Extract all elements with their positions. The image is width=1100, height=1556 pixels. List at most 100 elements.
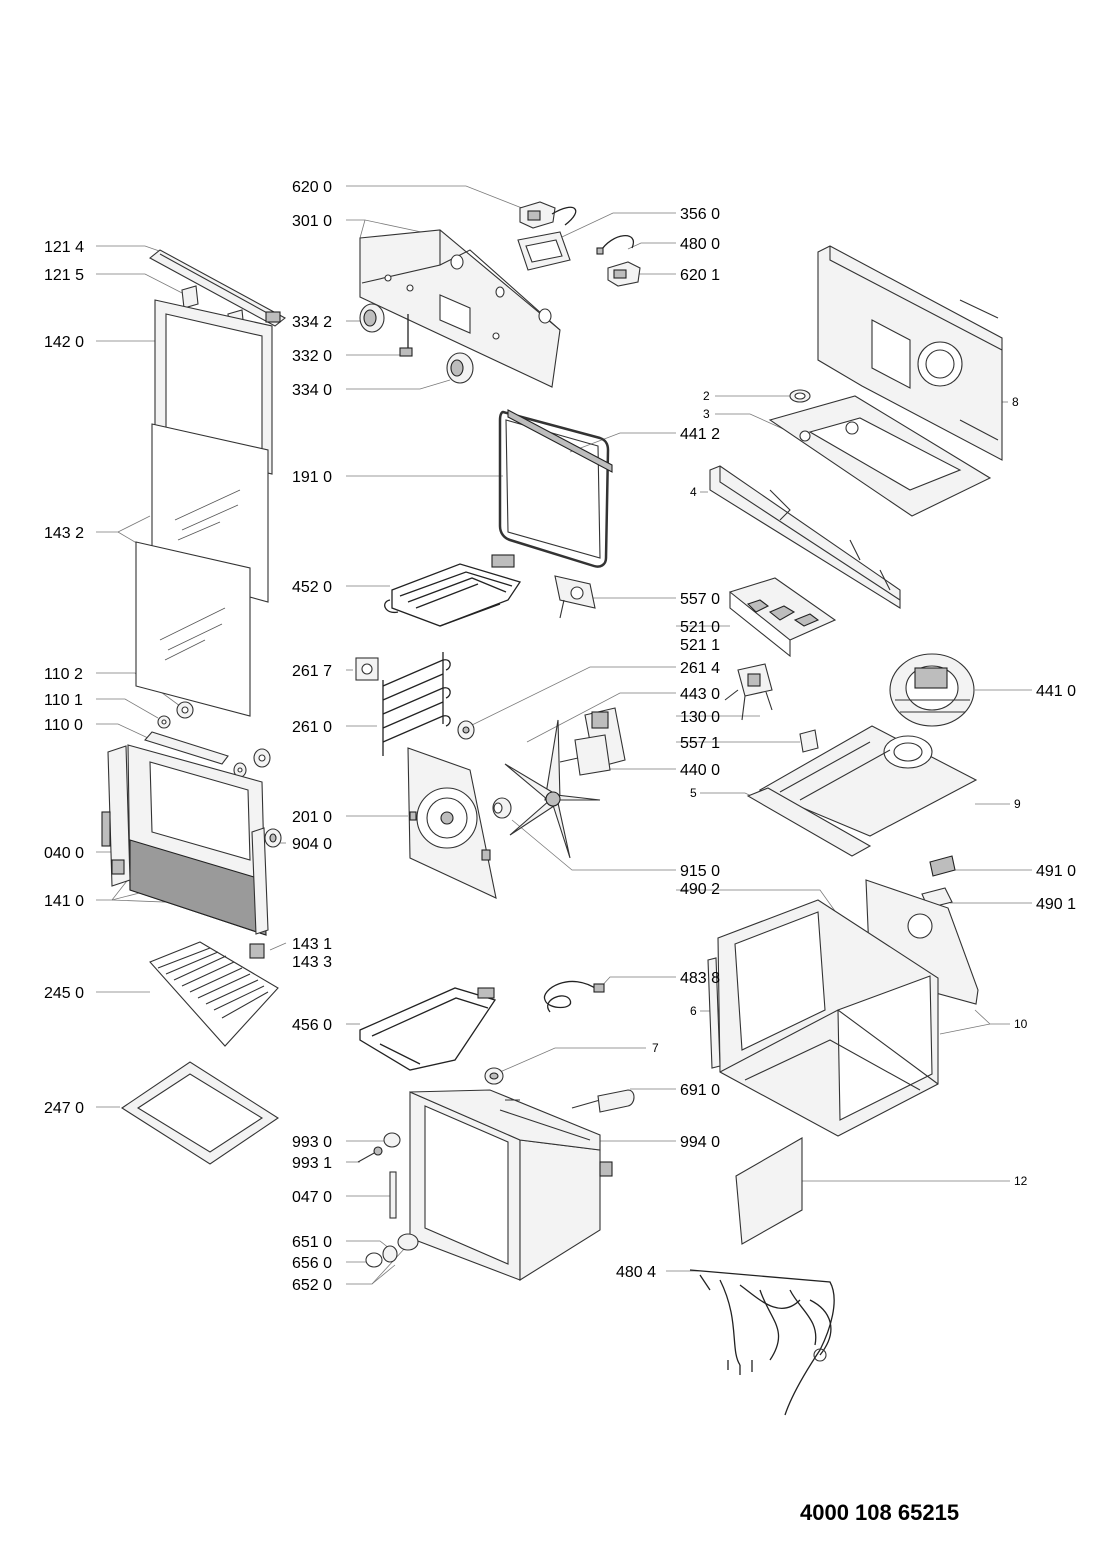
lamp-glass-656-0 bbox=[365, 1252, 383, 1268]
outer-casing-6 bbox=[707, 899, 939, 1137]
label-9: 9 bbox=[1014, 797, 1021, 811]
lower-element-456-0 bbox=[359, 987, 497, 1071]
label-620-1: 620 1 bbox=[680, 267, 720, 284]
label-4: 4 bbox=[690, 485, 697, 499]
label-334-2: 334 2 bbox=[292, 314, 332, 331]
label-261-0: 261 0 bbox=[292, 719, 332, 736]
door-profile-121-4 bbox=[149, 249, 286, 327]
label-245-0: 245 0 bbox=[44, 985, 84, 1002]
label-110-2: 110 2 bbox=[44, 666, 83, 683]
fan-blade-443-0 bbox=[504, 719, 601, 859]
label-110-0: 110 0 bbox=[44, 717, 83, 734]
knob-screw-261-4 bbox=[457, 720, 475, 740]
bracket-261-7 bbox=[355, 657, 379, 681]
oven-cavity-994-0 bbox=[409, 1089, 613, 1281]
label-456-0: 456 0 bbox=[292, 1017, 332, 1034]
label-143-3: 143 3 bbox=[292, 954, 332, 971]
base-plate-9 bbox=[758, 725, 978, 837]
label-040-0: 040 0 bbox=[44, 845, 84, 862]
label-480-0: 480 0 bbox=[680, 236, 720, 253]
sensor-332-0 bbox=[399, 314, 413, 357]
label-490-1: 490 1 bbox=[1036, 896, 1076, 913]
label-141-0: 141 0 bbox=[44, 893, 84, 910]
screw-993-1 bbox=[357, 1146, 383, 1163]
thermostat-557-1 bbox=[799, 729, 819, 753]
label-121-4: 121 4 bbox=[44, 239, 84, 256]
label-047-0: 047 0 bbox=[292, 1189, 332, 1206]
grill-element-452-0 bbox=[384, 554, 522, 627]
label-191-0: 191 0 bbox=[292, 469, 332, 486]
label-334-0: 334 0 bbox=[292, 382, 332, 399]
foot-7 bbox=[484, 1067, 504, 1085]
label-521-0: 521 0 bbox=[680, 619, 720, 636]
label-491-0: 491 0 bbox=[1036, 863, 1076, 880]
shelf-support-261-0 bbox=[382, 652, 451, 756]
label-656-0: 656 0 bbox=[292, 1255, 332, 1272]
rail-4 bbox=[709, 465, 901, 609]
label-915-0: 915 0 bbox=[680, 863, 720, 880]
label-904-0: 904 0 bbox=[292, 836, 332, 853]
label-7: 7 bbox=[652, 1041, 659, 1055]
strip-047-0 bbox=[389, 1171, 397, 1219]
glass-pane-143-2-b bbox=[135, 541, 251, 717]
label-143-2: 143 2 bbox=[44, 525, 84, 542]
label-490-2: 490 2 bbox=[680, 881, 720, 898]
label-143-1: 143 1 bbox=[292, 936, 332, 953]
label-2: 2 bbox=[703, 389, 710, 403]
knob-334-2 bbox=[359, 303, 385, 333]
label-557-0: 557 0 bbox=[680, 591, 720, 608]
door-hinge-040-0 bbox=[101, 745, 131, 887]
thermostat-557-0 bbox=[554, 575, 596, 619]
knob-334-0 bbox=[446, 352, 474, 384]
grommet-2 bbox=[789, 389, 811, 403]
inner-door-141-0 bbox=[127, 731, 267, 936]
label-3: 3 bbox=[703, 407, 710, 421]
baking-tray-247-0 bbox=[120, 1061, 280, 1165]
label-301-0: 301 0 bbox=[292, 213, 332, 230]
door-frame-142-0 bbox=[154, 299, 273, 475]
seal-110-0 bbox=[233, 748, 271, 778]
door-gasket-191-0 bbox=[498, 410, 610, 568]
insulation-panel-12 bbox=[735, 1137, 803, 1245]
top-panel-3 bbox=[768, 395, 992, 517]
back-panel-8 bbox=[817, 245, 1003, 461]
label-521-1: 521 1 bbox=[680, 637, 720, 654]
bumper-904-0 bbox=[264, 828, 282, 848]
label-441-0: 441 0 bbox=[1036, 683, 1076, 700]
label-356-0: 356 0 bbox=[680, 206, 720, 223]
label-261-7: 261 7 bbox=[292, 663, 332, 680]
label-247-0: 247 0 bbox=[44, 1100, 84, 1117]
seal-110-2 bbox=[176, 701, 194, 719]
label-452-0: 452 0 bbox=[292, 579, 332, 596]
label-201-0: 201 0 bbox=[292, 809, 332, 826]
label-6: 6 bbox=[690, 1004, 697, 1018]
label-993-1: 993 1 bbox=[292, 1155, 332, 1172]
wire-rack-245-0 bbox=[149, 941, 279, 1047]
label-12: 12 bbox=[1014, 1174, 1028, 1188]
relay-130-0 bbox=[724, 663, 773, 721]
label-994-0: 994 0 bbox=[680, 1134, 720, 1151]
label-142-0: 142 0 bbox=[44, 334, 84, 351]
bushing-915-0 bbox=[492, 797, 512, 819]
power-cable-483-8 bbox=[543, 980, 605, 1013]
label-440-0: 440 0 bbox=[680, 762, 720, 779]
label-121-5: 121 5 bbox=[44, 267, 84, 284]
document-number: 4000 108 65215 bbox=[800, 1500, 960, 1525]
label-332-0: 332 0 bbox=[292, 348, 332, 365]
label-480-4: 480 4 bbox=[616, 1264, 656, 1281]
label-8: 8 bbox=[1012, 395, 1019, 409]
label-620-0: 620 0 bbox=[292, 179, 332, 196]
cable-480-0 bbox=[596, 235, 635, 255]
label-651-0: 651 0 bbox=[292, 1234, 332, 1251]
hinge-clip-143-1 bbox=[249, 943, 265, 959]
heat-shield-441-2 bbox=[507, 409, 613, 473]
label-441-2: 441 2 bbox=[680, 426, 720, 443]
label-691-0: 691 0 bbox=[680, 1082, 720, 1099]
door-hinge-right bbox=[251, 827, 269, 935]
front-strip-5 bbox=[746, 787, 872, 857]
label-261-4: 261 4 bbox=[680, 660, 720, 677]
seal-110-1 bbox=[157, 715, 171, 729]
label-5: 5 bbox=[690, 786, 697, 800]
lamp-691-0 bbox=[571, 1089, 635, 1113]
